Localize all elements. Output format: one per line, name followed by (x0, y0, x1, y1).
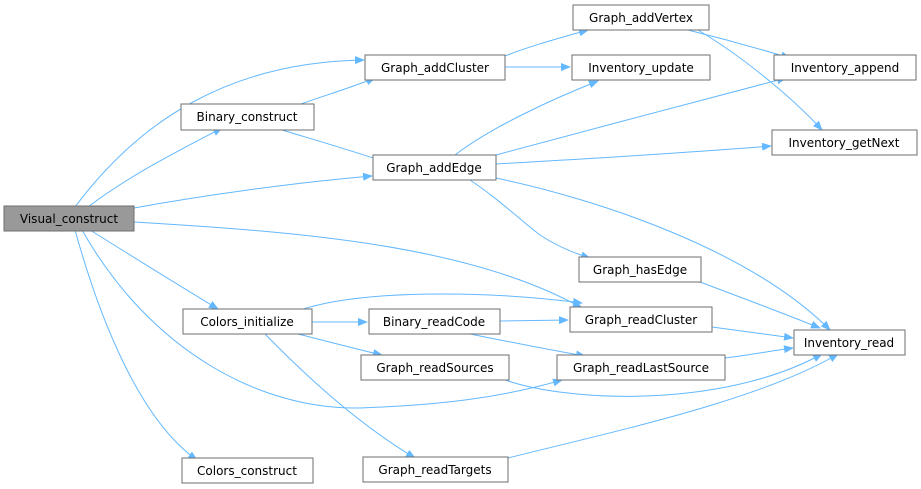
edge-n1-n2 (297, 77, 376, 106)
node-box (368, 308, 501, 335)
edge-n7-n4 (495, 76, 787, 156)
node-label: Graph_addCluster (381, 61, 489, 75)
edge-n16-n9 (507, 353, 839, 459)
edge-n7-n6 (454, 80, 599, 156)
edge-n7-n8 (469, 179, 591, 260)
node-graph-readsources[interactable]: Graph_readSources (360, 354, 510, 381)
edge-n0-n10 (74, 229, 198, 461)
node-graph-readcluster[interactable]: Graph_readCluster (569, 306, 713, 333)
node-binary-readcode[interactable]: Binary_readCode (368, 308, 501, 335)
node-box (181, 457, 314, 484)
node-colors-construct[interactable]: Colors_construct (181, 457, 314, 484)
edge-n3-n4 (687, 29, 791, 60)
node-box (372, 154, 497, 181)
node-inventory-getnext[interactable]: Inventory_getNext (771, 129, 918, 156)
node-box (3, 205, 135, 232)
node-label: Colors_construct (197, 464, 297, 478)
edge-n3-n5 (697, 29, 823, 131)
edge-n11-n13 (299, 293, 583, 311)
node-label: Binary_construct (197, 110, 298, 124)
node-box (569, 306, 713, 333)
edge-n12-n15 (469, 333, 586, 359)
edge-n13-n9 (711, 326, 794, 341)
node-binary-construct[interactable]: Binary_construct (180, 103, 315, 131)
node-label: Inventory_append (791, 61, 900, 75)
edge-n0-n7 (133, 172, 373, 209)
edges-layer (74, 28, 839, 461)
node-graph-addvertex[interactable]: Graph_addVertex (572, 4, 710, 31)
edge-n11-n16 (264, 333, 416, 459)
node-box (578, 256, 702, 283)
edge-n0-n1 (87, 127, 223, 208)
node-box (180, 103, 315, 131)
edge-n1-n7 (281, 129, 386, 163)
nodes-layer: Visual_construct Binary_construct Graph_… (3, 4, 918, 484)
edge-n2-n3 (504, 28, 589, 57)
node-label: Graph_addVertex (589, 11, 693, 25)
edge-n8-n9 (699, 281, 821, 329)
node-box (362, 456, 509, 483)
node-label: Graph_readSources (376, 361, 493, 375)
node-box (182, 308, 313, 335)
node-label: Binary_readCode (383, 315, 485, 329)
node-box (360, 354, 510, 381)
node-graph-hasedge[interactable]: Graph_hasEdge (578, 256, 702, 283)
edge-n0-n13 (133, 221, 583, 309)
node-inventory-read[interactable]: Inventory_read (793, 329, 906, 356)
node-box (793, 329, 906, 356)
node-graph-readtargets[interactable]: Graph_readTargets (362, 456, 509, 483)
node-label: Graph_readTargets (378, 463, 491, 477)
node-label: Inventory_update (588, 61, 694, 75)
node-label: Graph_readCluster (585, 313, 697, 327)
node-box (364, 54, 506, 81)
node-box (571, 54, 711, 81)
node-box (773, 54, 917, 81)
node-box (771, 129, 918, 156)
node-label: Visual_construct (20, 212, 118, 226)
node-label: Graph_hasEdge (593, 263, 687, 277)
node-box (572, 4, 710, 31)
edge-n0-n2 (74, 56, 365, 208)
node-label: Graph_addEdge (386, 161, 482, 175)
edge-n12-n13 (499, 316, 569, 325)
edge-n0-n11 (89, 229, 219, 310)
node-visual-construct[interactable]: Visual_construct (3, 205, 135, 232)
node-label: Colors_initialize (200, 315, 294, 329)
node-label: Inventory_getNext (789, 136, 900, 150)
node-colors-initialize[interactable]: Colors_initialize (182, 308, 313, 335)
edge-n14-n9 (499, 353, 823, 397)
node-label: Inventory_read (804, 336, 894, 350)
node-inventory-update[interactable]: Inventory_update (571, 54, 711, 81)
node-inventory-append[interactable]: Inventory_append (773, 54, 917, 81)
node-graph-addcluster[interactable]: Graph_addCluster (364, 54, 506, 81)
edge-n11-n14 (297, 333, 383, 357)
node-graph-addedge[interactable]: Graph_addEdge (372, 154, 497, 181)
edge-n15-n9 (724, 345, 794, 359)
node-box (556, 354, 726, 381)
edge-n0-n15 (81, 229, 563, 409)
edge-n7-n9 (495, 177, 831, 331)
node-graph-readlastsource[interactable]: Graph_readLastSource (556, 354, 726, 381)
node-label: Graph_readLastSource (573, 361, 709, 375)
edge-n7-n5 (495, 142, 772, 165)
